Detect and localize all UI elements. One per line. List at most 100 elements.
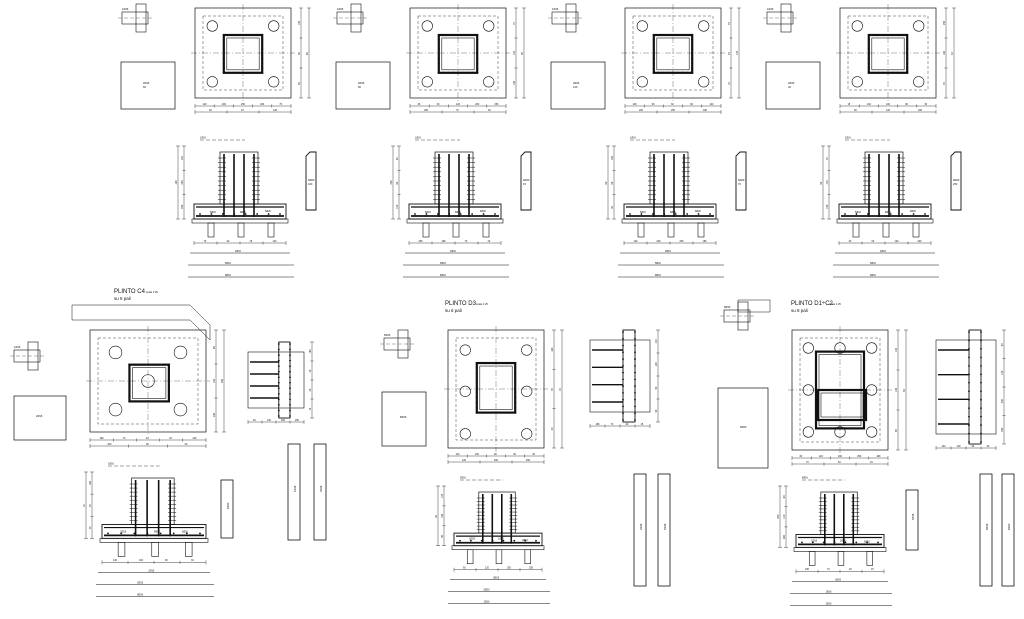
rebar-dot	[887, 71, 889, 74]
rebar-dot	[968, 390, 970, 393]
rebar-dot	[289, 343, 291, 345]
dimension-label: 1Ø16	[845, 137, 852, 140]
dimension-label: 90	[611, 181, 614, 184]
rebar-dot	[686, 71, 689, 74]
rebar-dot	[866, 213, 869, 215]
dimension-label: 100	[895, 387, 898, 392]
rebar-dot	[447, 71, 450, 74]
rebar-dot	[652, 43, 655, 46]
rebar-dot	[672, 71, 674, 74]
rebar-dot	[514, 371, 517, 374]
rebar-dot	[709, 213, 711, 215]
rebar-dot	[622, 344, 624, 347]
rebar-dot	[968, 331, 970, 333]
rebar-dot	[906, 48, 909, 51]
dimension-label: 5Ø16	[864, 540, 871, 543]
dimension-label: 70	[279, 103, 282, 106]
rebar-dot	[622, 378, 624, 381]
dimension-label: 30	[418, 103, 421, 106]
dimension-label: 40	[838, 461, 841, 464]
dimension-label: 8Ø16	[870, 274, 877, 277]
dimension-label: 8Ø16	[440, 274, 447, 277]
rebar-dot	[475, 381, 478, 384]
detail-title: PLINTO C4	[114, 289, 146, 295]
pile-circle	[459, 428, 471, 440]
dimension-label: 180	[100, 437, 105, 440]
dimension-label: 140	[867, 103, 872, 106]
detail-scale: scala 1:25	[146, 290, 158, 294]
rebar-dot	[237, 34, 240, 36]
dimension-label: 1Ø16	[122, 7, 129, 11]
rebar-dot	[855, 541, 858, 544]
rebar-dot	[691, 43, 694, 46]
rebar-dot	[491, 539, 494, 542]
dimension-label: 5Ø16	[870, 262, 877, 265]
rebar-dot	[128, 400, 131, 403]
rebar-dot	[222, 43, 225, 46]
drawing-rect	[912, 222, 920, 238]
rebar-dot	[267, 213, 270, 215]
rebar-dot	[167, 395, 170, 398]
dimension-label: 250	[680, 240, 685, 243]
pile-circle	[851, 20, 863, 32]
pile-circle	[421, 20, 433, 32]
rebar-dot	[672, 34, 674, 36]
detail-subtitle: su 8 pali	[791, 308, 808, 313]
dimension-label: 1Ø16	[498, 538, 505, 541]
rebar-dot	[499, 411, 502, 414]
rebar-dot	[490, 411, 493, 414]
rebar-dot	[652, 38, 655, 41]
dimension-label: 60	[213, 346, 216, 349]
rebar-dot	[845, 419, 848, 421]
rebar-dot	[817, 414, 819, 416]
dimension-label: 250	[221, 378, 224, 383]
rebar-dot	[882, 71, 885, 74]
dimension-label: 40	[227, 240, 230, 243]
rebar-dot	[233, 213, 236, 215]
rebar-dot	[817, 409, 819, 411]
rebar-dot	[261, 57, 264, 60]
rebar-dot	[867, 57, 870, 60]
rebar-dot	[924, 213, 926, 215]
rebar-dot	[475, 376, 478, 379]
rebar-dot	[448, 213, 451, 215]
rebar-dot	[442, 34, 445, 36]
dimension-label: 180	[943, 50, 946, 55]
dimension-label: 250	[953, 182, 958, 186]
dimension-label: 5Ø16	[120, 530, 127, 533]
dimension-label: 8Ø16	[225, 274, 232, 277]
rebar-dot	[128, 395, 131, 398]
rebar-dot	[634, 371, 636, 374]
rebar-dot	[867, 62, 870, 65]
rebar-dot	[853, 350, 856, 353]
rebar-dot	[622, 412, 624, 415]
dimension-label: 120	[213, 378, 216, 383]
rebar-dot	[877, 34, 880, 36]
rebar-dot	[437, 57, 440, 60]
rebar-dot	[815, 412, 817, 415]
rebar-dot	[865, 419, 867, 421]
dimension-label: 120	[709, 103, 714, 106]
rebar-dot	[843, 350, 846, 353]
dimension-label: 8Ø16	[137, 593, 144, 596]
pile-circle	[483, 20, 495, 32]
rebar-dot	[865, 399, 867, 401]
rebar-dot	[502, 539, 505, 542]
rebar-dot	[509, 411, 512, 414]
rebar-dot	[815, 371, 817, 374]
dimension-label: 5Ø16	[663, 523, 667, 530]
rebar-dot	[476, 34, 479, 36]
rebar-dot	[246, 34, 249, 36]
rebar-dot	[855, 419, 858, 421]
rebar-dot	[850, 389, 853, 391]
rebar-dot	[289, 370, 291, 373]
rebar-dot	[437, 52, 440, 55]
detail-title-c4: PLINTO C4 scala 1:25 su 5 pali	[114, 289, 158, 301]
pile-circle	[459, 385, 471, 397]
rebar-dot	[980, 424, 982, 426]
rebar-dot	[817, 404, 819, 406]
rebar-dot	[622, 351, 624, 354]
rebar-dot	[652, 57, 655, 60]
dimension-label: 70	[551, 388, 554, 391]
